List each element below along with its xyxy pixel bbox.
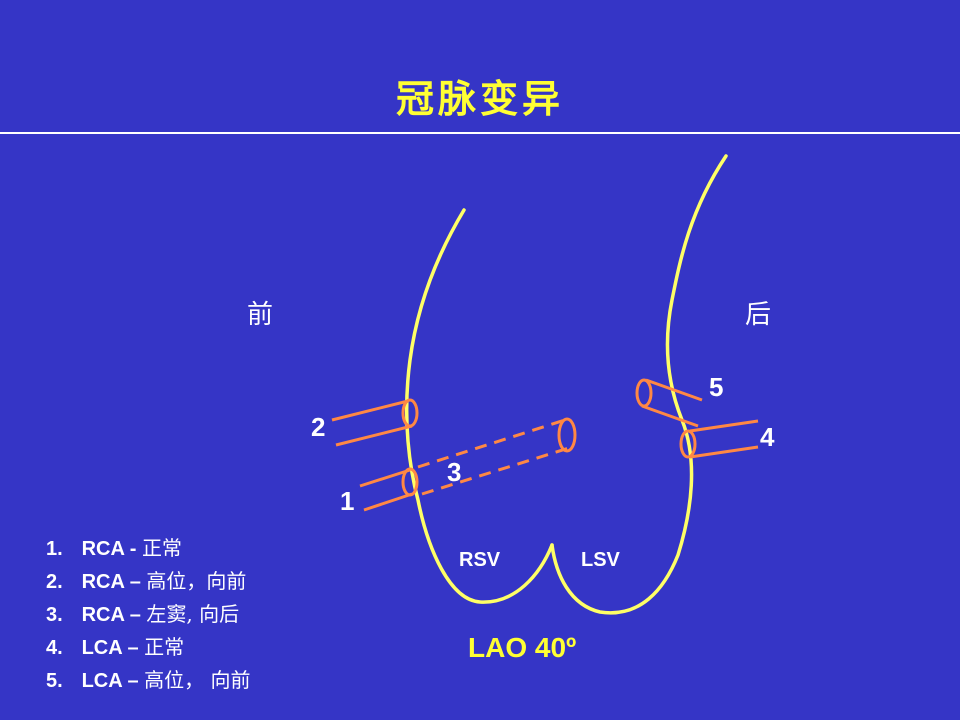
legend-row-1: 1. RCA - 正常 [46, 536, 182, 560]
label-rsv: RSV [459, 549, 501, 571]
aortic-outline-right [404, 208, 554, 604]
vessel-3 [417, 417, 577, 496]
vessel-5 [635, 378, 703, 428]
legend-row-5: 5. LCA – 高位， 向前 [46, 668, 251, 692]
legend-row-4: 4. LCA – 正常 [46, 635, 185, 659]
vessel-label-5: 5 [709, 372, 723, 402]
vessel-label-3: 3 [447, 457, 461, 487]
title-divider [0, 132, 960, 134]
vessel-label-1: 1 [340, 486, 354, 516]
vessel-1 [359, 467, 419, 512]
legend-row-3: 3. RCA – 左窦, 向后 [46, 602, 240, 626]
vessel-label-4: 4 [760, 422, 775, 452]
label-front: 前 [247, 300, 273, 330]
label-lsv: LSV [581, 549, 621, 571]
vessel-label-2: 2 [311, 412, 325, 442]
vessel-2 [331, 398, 419, 447]
legend-row-2: 2. RCA – 高位，向前 [46, 569, 247, 593]
aortic-outline-left [550, 154, 728, 615]
legend: 1. RCA - 正常 2. RCA – 高位，向前 3. RCA – 左窦, … [46, 532, 251, 697]
label-back: 后 [745, 300, 771, 330]
slide-title: 冠脉变异 [395, 76, 564, 121]
vessel-4 [679, 419, 759, 459]
view-angle-label: LAO 40º [468, 632, 577, 663]
